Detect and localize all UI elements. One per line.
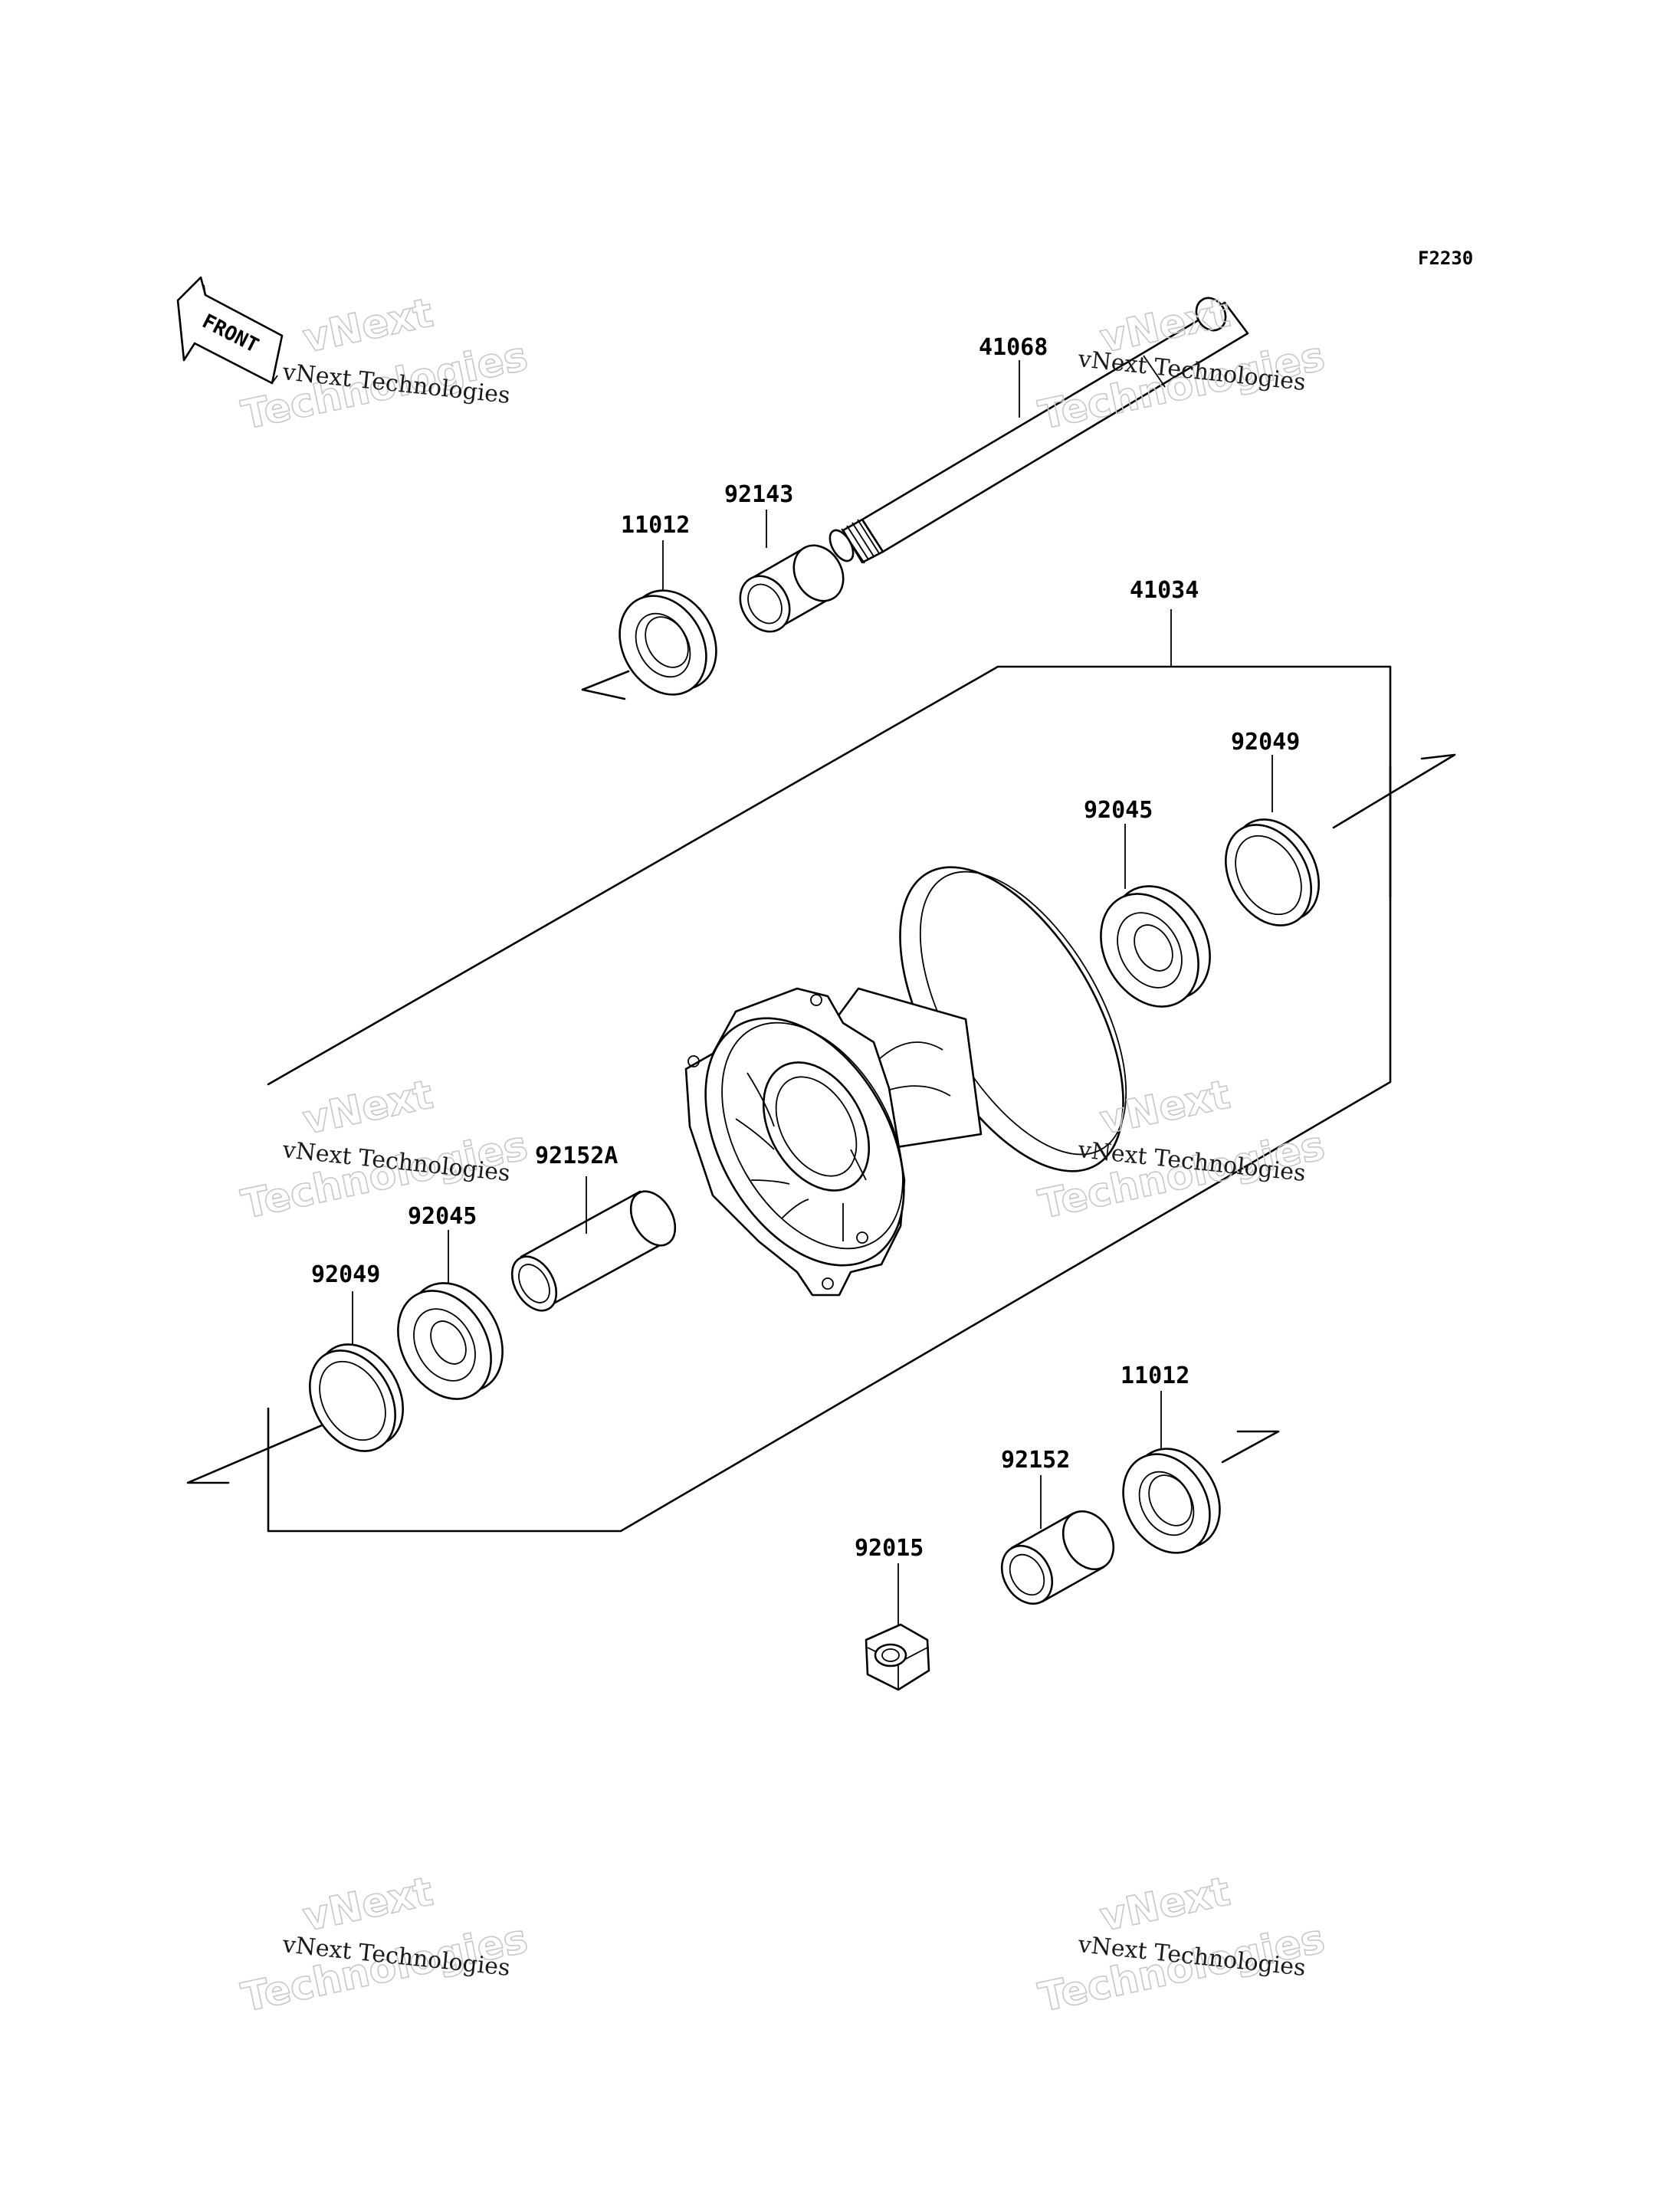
- axle-41068: [829, 297, 1249, 564]
- watermark-top-right: vNext Technologies vNext Technologies: [1034, 290, 1329, 440]
- svg-text:vNext: vNext: [299, 1071, 437, 1143]
- svg-text:vNext: vNext: [1096, 1868, 1234, 1940]
- watermark-bottom-left: vNext Technologies vNext Technologies: [237, 1868, 532, 2022]
- part-label-92049-right: 92049: [1231, 729, 1300, 756]
- watermark-bottom-right: vNext Technologies vNext Technologies: [1034, 1868, 1329, 2022]
- part-label-92015: 92015: [855, 1535, 924, 1562]
- front-arrow-icon: FRONT: [176, 276, 284, 385]
- leader-lines: [352, 360, 1273, 1625]
- bearing-92045-left: [397, 1282, 504, 1400]
- seal-11012-lower: [1122, 1448, 1221, 1554]
- part-label-92045-right: 92045: [1084, 797, 1153, 824]
- spacer-92049-left: [309, 1343, 404, 1452]
- part-label-41068: 41068: [979, 334, 1048, 361]
- wheel-hub: [684, 866, 1127, 1297]
- svg-text:vNext: vNext: [299, 1868, 437, 1940]
- part-label-92045-left: 92045: [408, 1203, 477, 1230]
- svg-text:vNext: vNext: [299, 290, 437, 362]
- part-label-11012-lower: 11012: [1121, 1362, 1189, 1389]
- part-label-92152: 92152: [1001, 1447, 1070, 1474]
- seal-11012-upper: [619, 589, 717, 696]
- nut-92015: [865, 1623, 930, 1691]
- watermark-top-left: vNext Technologies vNext Technologies: [237, 290, 532, 440]
- part-label-92049-left: 92049: [311, 1261, 380, 1288]
- hub-assembly-outline: [267, 665, 1392, 1533]
- part-label-41034: 41034: [1130, 577, 1199, 604]
- figure-code: F2230: [1418, 248, 1473, 269]
- watermark-mid-left: vNext Technologies vNext Technologies: [237, 1071, 532, 1229]
- tube-92152A: [510, 1190, 677, 1312]
- part-label-11012-upper: 11012: [621, 512, 690, 539]
- bearing-92045-right: [1100, 885, 1211, 1008]
- collar-92152: [1000, 1510, 1115, 1605]
- part-label-92152A: 92152A: [535, 1143, 618, 1169]
- collar-92143: [739, 544, 845, 633]
- part-label-92143: 92143: [724, 481, 793, 508]
- spacer-92049-right: [1225, 818, 1320, 926]
